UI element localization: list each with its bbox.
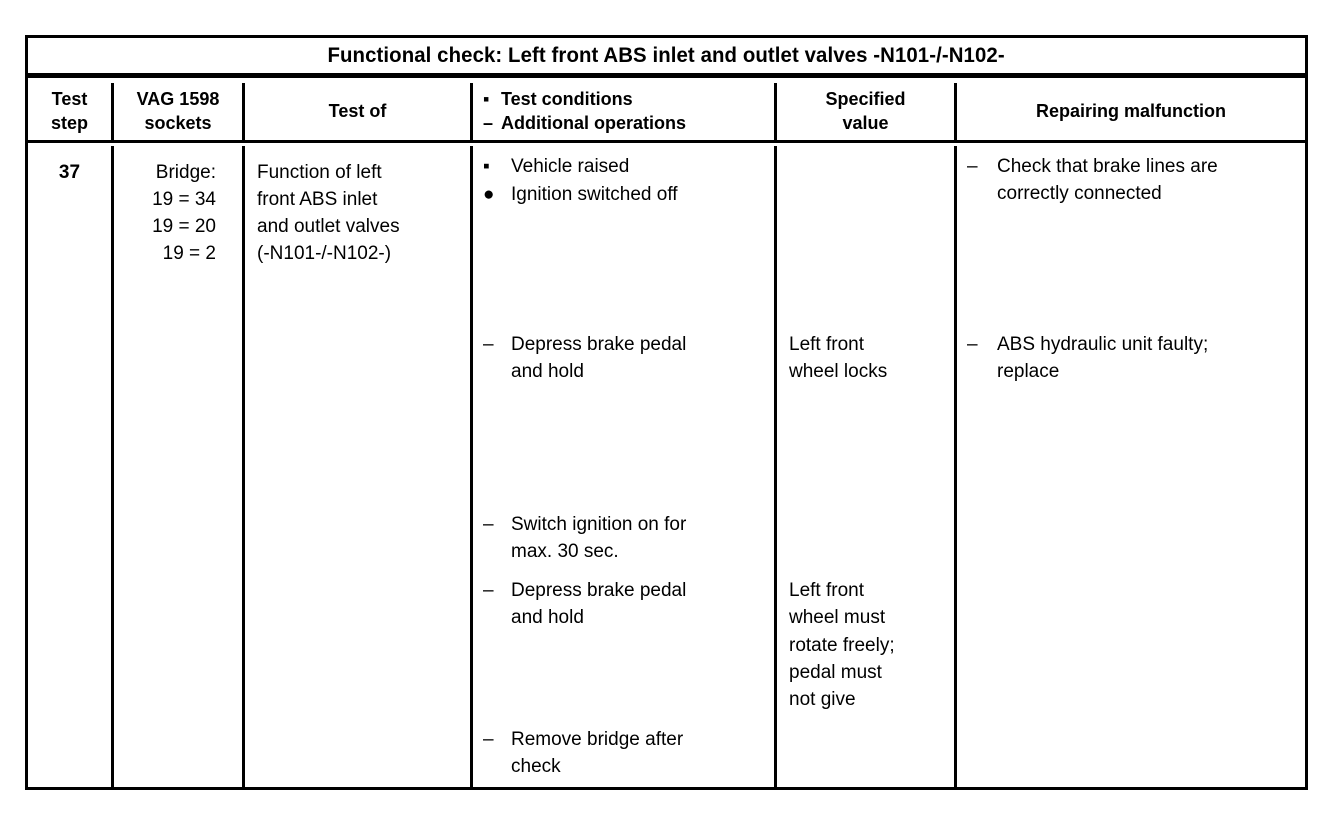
column-header-test-step-line1: Test <box>51 88 88 109</box>
test-of-line: front ABS inlet <box>257 188 378 210</box>
vag-sockets-line: Bridge: <box>155 162 216 183</box>
test-of-line: Function of left <box>257 162 382 183</box>
repair-item: – Check that brake lines are correctly c… <box>967 153 1299 208</box>
square-bullet-icon: ▪ <box>483 156 490 177</box>
operation-line: Remove bridge after <box>511 729 684 750</box>
column-header-repairing-malfunction: Repairing malfunction <box>957 83 1305 140</box>
specified-value-line: rotate freely; <box>789 634 895 656</box>
operation-line: and hold <box>511 607 584 629</box>
vag-sockets-line: 19 = 34 <box>152 188 216 210</box>
cell-test-step: 37 <box>28 146 114 787</box>
specified-value-line: wheel must <box>789 607 886 629</box>
cell-repairing-malfunction: – Check that brake lines are correctly c… <box>957 146 1305 787</box>
condition-line: Ignition switched off <box>511 184 678 205</box>
cell-test-conditions: ▪ Vehicle raised ● Ignition switched off… <box>473 146 777 787</box>
column-header-conditions-line1-text: Test conditions <box>501 88 633 109</box>
operation-line: Depress brake pedal <box>511 580 687 601</box>
repair-line: ABS hydraulic unit faulty; <box>997 334 1209 355</box>
dash-bullet-icon: – <box>483 580 494 601</box>
condition-item-text: Vehicle raised <box>511 153 768 180</box>
specified-value-item: Left front wheel must rotate freely; ped… <box>789 577 948 714</box>
condition-item: ▪ Vehicle raised <box>483 153 768 180</box>
repair-item-text: Check that brake lines are correctly con… <box>997 153 1299 208</box>
functional-check-table: Functional check: Left front ABS inlet a… <box>25 35 1308 790</box>
condition-item-text: Ignition switched off <box>511 181 768 208</box>
operation-line: and hold <box>511 361 584 383</box>
square-bullet-icon: ▪ <box>483 88 490 109</box>
operation-line: Switch ignition on for <box>511 514 687 535</box>
operation-item-text: Remove bridge after check <box>511 726 768 781</box>
column-header-conditions-line1: ▪ Test conditions <box>483 88 633 112</box>
test-of-line: (-N101-/-N102-) <box>257 242 392 264</box>
cell-vag-sockets: Bridge: 19 = 34 19 = 20 19 = 2 <box>114 146 245 787</box>
operation-item-text: Switch ignition on for max. 30 sec. <box>511 511 768 566</box>
column-header-conditions: ▪ Test conditions –Additional operations <box>473 83 777 140</box>
specified-value-line: not give <box>789 689 856 711</box>
column-header-conditions-line2-text: Additional operations <box>501 112 687 133</box>
specified-value-line: Left front <box>789 580 864 601</box>
specified-value-line: wheel locks <box>789 361 888 383</box>
specified-value-line: pedal must <box>789 662 882 684</box>
operation-item-text: Depress brake pedal and hold <box>511 577 768 632</box>
test-step-number: 37 <box>58 162 81 183</box>
repair-line: correctly connected <box>997 183 1162 205</box>
vag-sockets-list: Bridge: 19 = 34 19 = 20 19 = 2 <box>114 153 242 268</box>
cell-specified-value: Left front wheel locks Left front wheel … <box>777 146 957 787</box>
vag-sockets-line: 19 = 20 <box>152 215 216 237</box>
test-of-line: and outlet valves <box>257 215 400 237</box>
column-header-vag-sockets-line2: sockets <box>144 112 212 133</box>
column-header-test-of-line1: Test of <box>328 100 387 121</box>
cell-test-of: Function of left front ABS inlet and out… <box>245 146 473 787</box>
operation-item: – Remove bridge after check <box>483 726 768 781</box>
table-row: 37 Bridge: 19 = 34 19 = 20 19 = 2 Functi… <box>28 146 1305 787</box>
column-header-vag-sockets: VAG 1598 sockets <box>114 83 245 140</box>
test-of-description: Function of left front ABS inlet and out… <box>245 153 470 268</box>
dash-bullet-icon: – <box>483 334 494 355</box>
dash-bullet-icon: – <box>483 112 494 133</box>
operation-line: Depress brake pedal <box>511 334 687 355</box>
column-header-specified-value-line2: value <box>842 112 889 133</box>
specified-value-line: Left front <box>789 334 864 355</box>
table-header-row: Test step VAG 1598 sockets Test of ▪ Test… <box>28 83 1305 143</box>
repair-line: Check that brake lines are <box>997 156 1218 177</box>
operation-item: – Switch ignition on for max. 30 sec. <box>483 511 768 566</box>
repair-item: – ABS hydraulic unit faulty; replace <box>967 331 1299 386</box>
condition-item: ● Ignition switched off <box>483 181 768 208</box>
dash-bullet-icon: – <box>967 156 978 177</box>
repair-line: replace <box>997 361 1060 383</box>
column-header-test-step-line2: step <box>50 112 88 133</box>
column-header-test-of: Test of <box>245 83 473 140</box>
specified-value-item: Left front wheel locks <box>789 331 948 386</box>
column-header-test-step: Test step <box>28 83 114 140</box>
column-header-conditions-line2: –Additional operations <box>483 112 686 136</box>
dash-bullet-icon: – <box>967 334 978 355</box>
column-header-specified-value: Specified value <box>777 83 957 140</box>
repair-item-text: ABS hydraulic unit faulty; replace <box>997 331 1299 386</box>
operation-item-text: Depress brake pedal and hold <box>511 331 768 386</box>
vag-sockets-line: 19 = 2 <box>162 242 216 264</box>
operation-item: – Depress brake pedal and hold <box>483 331 768 386</box>
dash-bullet-icon: – <box>483 729 494 750</box>
page-title: Functional check: Left front ABS inlet a… <box>327 43 1006 67</box>
condition-line: Vehicle raised <box>511 156 630 177</box>
column-header-repairing-malfunction-line1: Repairing malfunction <box>1035 100 1226 121</box>
column-header-vag-sockets-line1: VAG 1598 <box>136 88 220 109</box>
round-bullet-icon: ● <box>483 184 495 205</box>
column-header-specified-value-line1: Specified <box>825 88 906 109</box>
operation-line: max. 30 sec. <box>511 541 619 563</box>
operation-item: – Depress brake pedal and hold <box>483 577 768 632</box>
operation-line: check <box>511 756 561 778</box>
table-title-band: Functional check: Left front ABS inlet a… <box>28 38 1305 78</box>
dash-bullet-icon: – <box>483 514 494 535</box>
